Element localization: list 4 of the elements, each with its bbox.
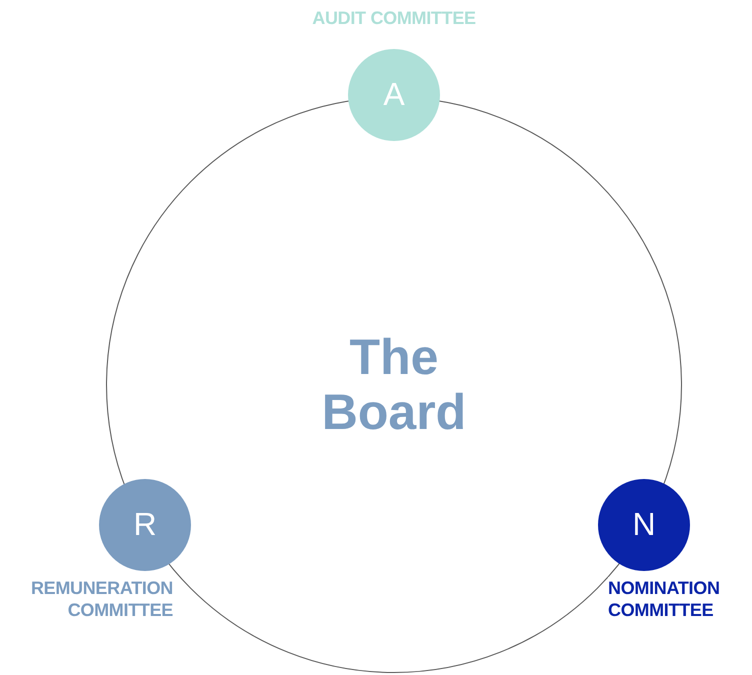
circle-letter: R xyxy=(133,507,157,543)
circle-letter: N xyxy=(632,507,656,543)
circle-letter: A xyxy=(383,77,405,113)
board-title: The Board xyxy=(320,330,468,440)
